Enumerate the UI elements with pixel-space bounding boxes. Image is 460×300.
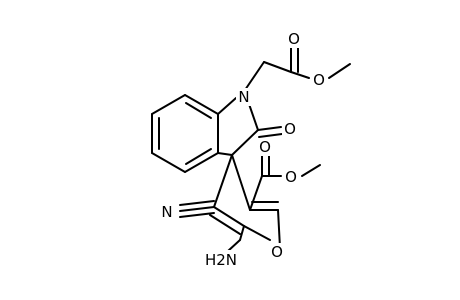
lactam-ring xyxy=(217,97,283,156)
atom-o-ester2-carbonyl: O xyxy=(259,138,271,156)
atom-n-nitrile: N xyxy=(161,203,172,221)
n-acetate-chain xyxy=(244,44,351,91)
atom-labels: N O O O O O N H2N O xyxy=(158,30,328,270)
atom-nh2: H2N xyxy=(205,251,237,269)
benzene-ring xyxy=(151,94,219,173)
atom-o-lactam: O xyxy=(284,120,296,138)
atom-n-indole: N xyxy=(238,88,249,106)
atom-o-ester1-ether: O xyxy=(313,71,325,89)
atom-o-ester1-carbonyl: O xyxy=(288,30,300,48)
atom-o-pyran: O xyxy=(271,243,283,261)
atom-o-ester2-ether: O xyxy=(285,168,297,186)
pyran-ring xyxy=(209,154,281,252)
nitrile-group xyxy=(179,200,215,218)
